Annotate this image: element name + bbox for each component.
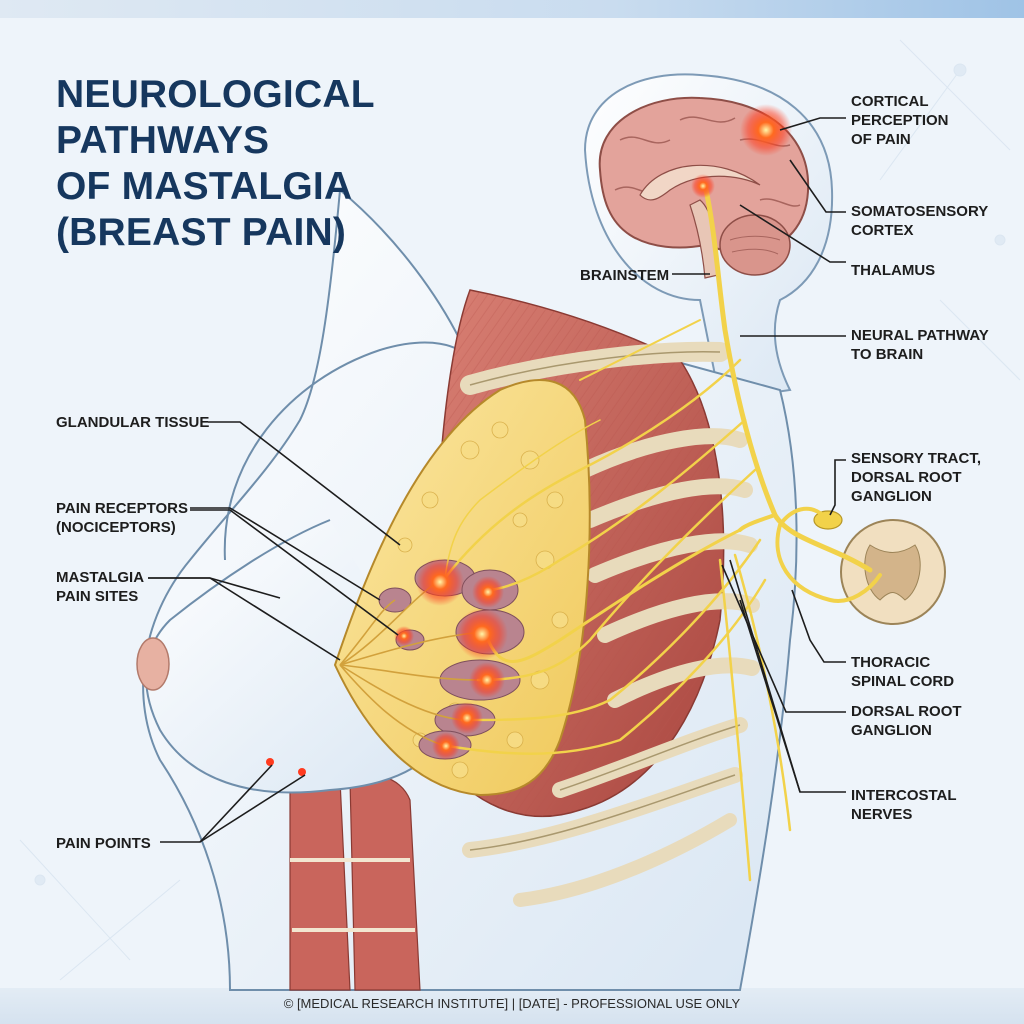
label-somatosensory-cortex: SOMATOSENSORY CORTEX bbox=[851, 202, 988, 240]
title-line-1: NEUROLOGICAL PATHWAYS bbox=[56, 73, 375, 162]
spinal-cord-section bbox=[813, 510, 946, 625]
label-dorsal-root-ganglion: DORSAL ROOT GANGLION bbox=[851, 702, 962, 740]
label-cortical-perception: CORTICAL PERCEPTION OF PAIN bbox=[851, 92, 949, 149]
label-line: MASTALGIA bbox=[56, 569, 145, 586]
label-line: GANGLION bbox=[851, 722, 932, 739]
label-line: PAIN SITES bbox=[56, 588, 139, 605]
copyright-footer: © [MEDICAL RESEARCH INSTITUTE] | [DATE] … bbox=[283, 996, 741, 1011]
label-line: (NOCICEPTORS) bbox=[56, 519, 176, 536]
label-line: CORTEX bbox=[851, 222, 914, 239]
label-line: BRAINSTEM bbox=[580, 267, 670, 284]
abdominal-muscles bbox=[289, 762, 421, 991]
title-line-3: (BREAST PAIN) bbox=[56, 211, 347, 254]
label-line: INTERCOSTAL bbox=[851, 787, 957, 804]
label-line: GANGLION bbox=[851, 488, 932, 505]
thalamus-pain-glow bbox=[691, 174, 715, 198]
nerve-pathways bbox=[440, 182, 882, 882]
label-glandular-tissue: GLANDULAR TISSUE bbox=[56, 413, 209, 432]
label-line: OF PAIN bbox=[851, 131, 911, 148]
background-network bbox=[19, 39, 1021, 981]
label-line: CORTICAL bbox=[851, 93, 929, 110]
label-line: PAIN RECEPTORS bbox=[56, 500, 188, 517]
label-pain-receptors: PAIN RECEPTORS (NOCICEPTORS) bbox=[56, 499, 188, 537]
top-accent-bar bbox=[0, 0, 1024, 18]
label-mastalgia-pain-sites: MASTALGIA PAIN SITES bbox=[56, 568, 144, 606]
diagram-title: NEUROLOGICAL PATHWAYS OF MASTALGIA (BREA… bbox=[56, 72, 576, 256]
title-line-2: OF MASTALGIA bbox=[56, 165, 353, 208]
label-line: DORSAL ROOT bbox=[851, 469, 962, 486]
label-line: NEURAL PATHWAY bbox=[851, 327, 989, 344]
label-line: SENSORY TRACT, bbox=[851, 450, 982, 467]
pain-glow-markers bbox=[266, 104, 792, 776]
label-neural-pathway: NEURAL PATHWAY TO BRAIN bbox=[851, 326, 989, 364]
label-brainstem: BRAINSTEM bbox=[580, 266, 669, 285]
label-line: NERVES bbox=[851, 806, 913, 823]
label-line: TO BRAIN bbox=[851, 346, 924, 363]
label-line: SOMATOSENSORY bbox=[851, 203, 989, 220]
label-line: GLANDULAR TISSUE bbox=[56, 414, 210, 431]
label-sensory-tract: SENSORY TRACT, DORSAL ROOT GANGLION bbox=[851, 449, 981, 506]
shoulder-outline bbox=[223, 341, 471, 561]
label-line: DORSAL ROOT bbox=[851, 703, 962, 720]
cerebellum bbox=[719, 214, 791, 276]
label-line: SPINAL CORD bbox=[851, 673, 955, 690]
label-pain-points: PAIN POINTS bbox=[56, 834, 151, 853]
cortical-pain-glow bbox=[740, 104, 792, 156]
label-line: PERCEPTION bbox=[851, 112, 949, 129]
label-line: THALAMUS bbox=[851, 262, 936, 279]
label-line: THORACIC bbox=[851, 654, 931, 671]
leader-lines bbox=[148, 117, 846, 843]
nipple bbox=[136, 637, 170, 691]
label-thalamus: THALAMUS bbox=[851, 261, 935, 280]
label-line: PAIN POINTS bbox=[56, 835, 151, 852]
label-thoracic-spinal-cord: THORACIC SPINAL CORD bbox=[851, 653, 954, 691]
footer-band bbox=[0, 988, 1024, 1024]
label-intercostal-nerves: INTERCOSTAL NERVES bbox=[851, 786, 957, 824]
